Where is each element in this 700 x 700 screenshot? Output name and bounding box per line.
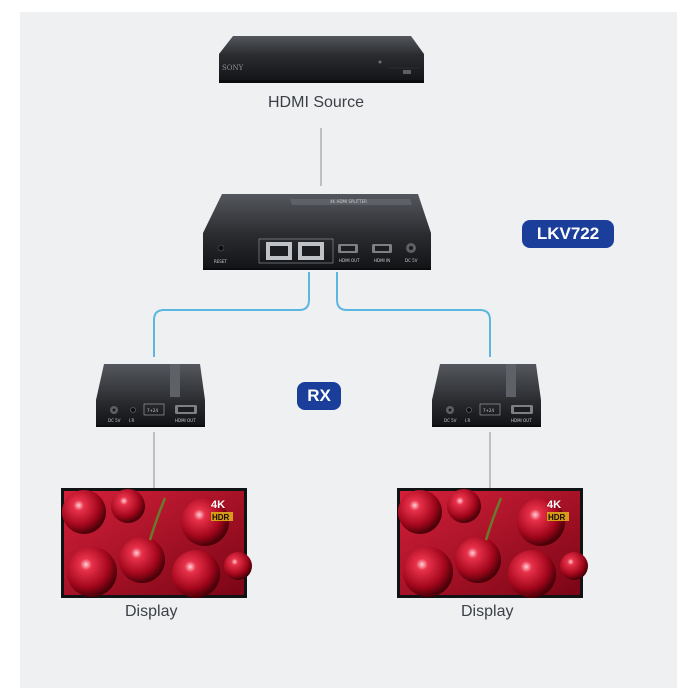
display-left-4k-text: 4K	[211, 499, 225, 511]
receiver-right-button: 7+24	[483, 408, 494, 413]
splitter-port-dc: DC 5V	[405, 258, 418, 263]
receiver-left: 7+24 DC 5V I.R HDMI OUT	[96, 364, 205, 427]
splitter-port-reset: RESET	[214, 259, 227, 264]
display-right-hdr-text: HDR	[548, 513, 566, 522]
display-left-hdr-text: HDR	[212, 513, 230, 522]
hdmi-source-device: SONY	[219, 36, 424, 83]
receiver-right-port-dc: DC 5V	[444, 418, 457, 423]
receiver-left-port-ir: I.R	[129, 418, 134, 423]
receiver-left-port-hdmi: HDMI OUT	[175, 418, 196, 423]
display-left: 4K HDR	[61, 488, 252, 598]
splitter-port-hdmi-in: HDMI IN	[374, 258, 390, 263]
hdmi-source-label: HDMI Source	[268, 94, 365, 111]
receiver-left-button: 7+24	[147, 408, 158, 413]
receiver-right: 7+24 DC 5V I.R HDMI OUT	[432, 364, 541, 427]
display-left-label: Display	[125, 603, 178, 620]
display-right-label: Display	[461, 603, 514, 620]
cherry-image	[62, 489, 252, 598]
splitter-title-text: 4K HDMI SPLITTER	[330, 199, 367, 204]
splitter-device: 4K HDMI SPLITTER RESET HDMI OUT HDMI IN …	[203, 194, 431, 270]
receiver-right-port-hdmi: HDMI OUT	[511, 418, 532, 423]
receiver-left-port-dc: DC 5V	[108, 418, 121, 423]
cherry-image	[398, 489, 588, 598]
model-badge: LKV722	[522, 220, 614, 248]
left-rx-wire	[153, 272, 310, 357]
right-rx-wire	[336, 272, 491, 357]
display-right-4k-text: 4K	[547, 499, 561, 511]
splitter-port-hdmi-out: HDMI OUT	[339, 258, 360, 263]
receiver-right-port-ir: I.R	[465, 418, 470, 423]
rx-badge: RX	[297, 382, 341, 410]
source-brand-text: SONY	[222, 64, 244, 72]
display-right: 4K HDR	[397, 488, 588, 598]
